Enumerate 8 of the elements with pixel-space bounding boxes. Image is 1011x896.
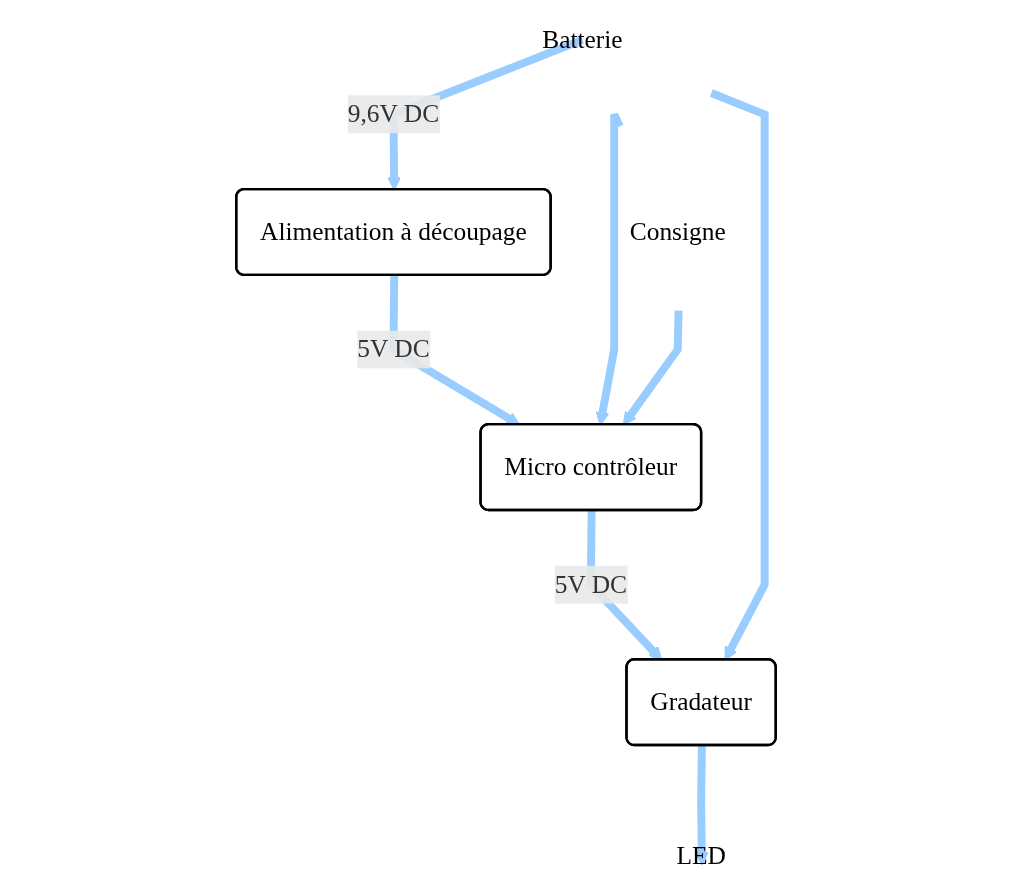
edge-label: 5V DC (554, 570, 627, 598)
node-text: Batterie (541, 25, 623, 53)
arrow (694, 745, 709, 866)
arrow (709, 89, 769, 661)
edge-label: 5V DC (356, 335, 430, 363)
node-text: LED (675, 841, 726, 869)
edge-label: 9,6V DC (347, 100, 439, 128)
node-text: Consigne (629, 217, 726, 245)
